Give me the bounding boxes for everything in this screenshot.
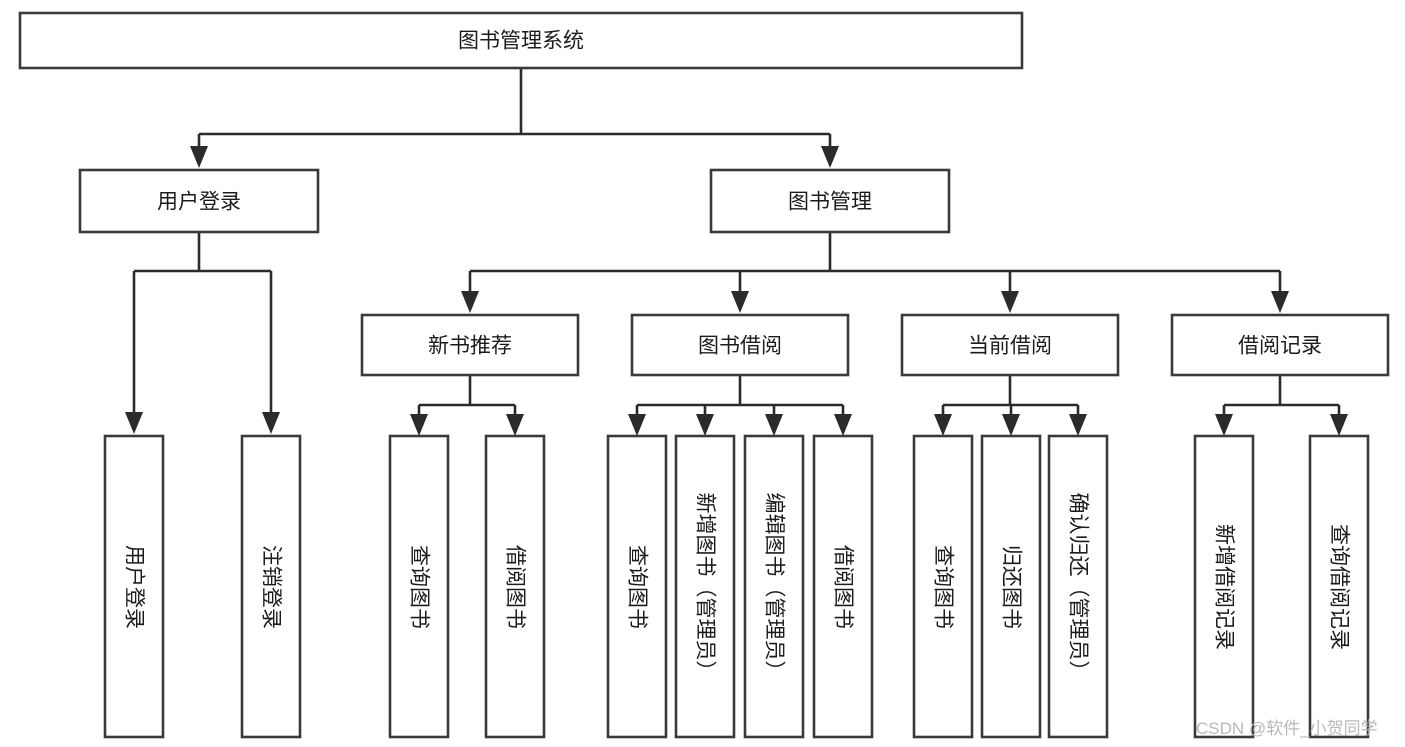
- arrowhead-to-book-borrow: [731, 291, 749, 313]
- arrowhead-to-leaf-logout: [262, 412, 280, 434]
- node-leaf-confirm-return[interactable]: 确认归还（管理员）: [1047, 434, 1109, 739]
- arrowhead-to-leaf-confirm-return: [1069, 414, 1087, 436]
- node-leaf-query-book-2-label: 查询图书: [626, 545, 649, 629]
- node-leaf-logout[interactable]: 注销登录: [240, 434, 302, 739]
- csdn-watermark: CSDN @软件_小贺同学: [1196, 719, 1378, 738]
- arrowhead-to-new-book-rec: [461, 291, 479, 313]
- connector-book-borrow-trunk: [635, 375, 845, 420]
- node-leaf-user-login[interactable]: 用户登录: [103, 434, 165, 739]
- node-root[interactable]: 图书管理系统: [18, 11, 1024, 70]
- connector-new-book-rec-trunk: [417, 375, 517, 420]
- node-leaf-borrow-book-2[interactable]: 借阅图书: [812, 434, 874, 739]
- node-leaf-edit-book[interactable]: 编辑图书（管理员）: [743, 434, 805, 739]
- node-leaf-add-record[interactable]: 新增借阅记录: [1193, 434, 1255, 739]
- node-leaf-confirm-return-label: 确认归还（管理员）: [1067, 493, 1090, 682]
- node-current-borrow[interactable]: 当前借阅: [900, 313, 1120, 377]
- node-leaf-query-record[interactable]: 查询借阅记录: [1308, 434, 1370, 739]
- connector-current-borrow-trunk: [941, 375, 1080, 420]
- connector-borrow-record-trunk: [1222, 375, 1341, 420]
- node-leaf-return-book[interactable]: 归还图书: [980, 434, 1042, 739]
- node-leaf-borrow-book-2-label: 借阅图书: [832, 545, 855, 629]
- connector-root-trunk: [197, 68, 832, 152]
- node-leaf-query-book-3-label: 查询图书: [932, 545, 955, 629]
- arrowhead-to-user-login: [190, 146, 208, 168]
- node-new-book-rec[interactable]: 新书推荐: [360, 313, 580, 377]
- arrowhead-to-leaf-return-book: [1002, 414, 1020, 436]
- connector-user-login-trunk: [132, 232, 273, 418]
- node-borrow-record[interactable]: 借阅记录: [1170, 313, 1390, 377]
- arrowhead-to-leaf-borrow-book-2: [834, 414, 852, 436]
- arrowhead-to-book-manage: [821, 146, 839, 168]
- arrowhead-to-current-borrow: [1001, 291, 1019, 313]
- node-leaf-logout-label: 注销登录: [260, 545, 283, 629]
- arrowhead-to-leaf-query-record: [1330, 414, 1348, 436]
- node-current-borrow-label: 当前借阅: [968, 335, 1052, 358]
- node-leaf-borrow-book-1-label: 借阅图书: [504, 545, 527, 629]
- node-user-login[interactable]: 用户登录: [78, 168, 320, 234]
- node-leaf-edit-book-label: 编辑图书（管理员）: [763, 493, 786, 682]
- node-new-book-rec-label: 新书推荐: [428, 335, 512, 358]
- node-leaf-query-book-3[interactable]: 查询图书: [912, 434, 974, 739]
- node-leaf-query-book-1-label: 查询图书: [408, 545, 431, 629]
- arrowhead-to-leaf-borrow-book-1: [506, 414, 524, 436]
- connector-layer: [125, 68, 1348, 436]
- node-leaf-add-book-label: 新增图书（管理员）: [694, 493, 717, 682]
- node-book-manage-label: 图书管理: [788, 191, 872, 214]
- node-book-borrow-label: 图书借阅: [698, 335, 782, 358]
- arrowhead-to-leaf-user-login: [125, 412, 143, 434]
- node-leaf-return-book-label: 归还图书: [1000, 545, 1023, 629]
- arrowhead-to-borrow-record: [1271, 291, 1289, 313]
- node-leaf-query-record-label: 查询借阅记录: [1328, 524, 1351, 650]
- node-book-borrow[interactable]: 图书借阅: [630, 313, 850, 377]
- node-root-label: 图书管理系统: [458, 30, 584, 53]
- arrowhead-to-leaf-query-book-2: [628, 414, 646, 436]
- node-leaf-query-book-1[interactable]: 查询图书: [388, 434, 450, 739]
- node-borrow-record-label: 借阅记录: [1238, 335, 1322, 358]
- node-leaf-borrow-book-1[interactable]: 借阅图书: [484, 434, 546, 739]
- arrowhead-to-leaf-add-record: [1215, 414, 1233, 436]
- arrowhead-to-leaf-add-book: [696, 414, 714, 436]
- arrowhead-to-leaf-edit-book: [765, 414, 783, 436]
- connector-book-manage-trunk: [468, 232, 1282, 297]
- node-user-login-label: 用户登录: [157, 191, 241, 214]
- arrowhead-to-leaf-query-book-1: [410, 414, 428, 436]
- node-leaf-query-book-2[interactable]: 查询图书: [606, 434, 668, 739]
- node-book-manage[interactable]: 图书管理: [709, 168, 951, 234]
- node-leaf-add-book[interactable]: 新增图书（管理员）: [674, 434, 736, 739]
- node-leaf-user-login-label: 用户登录: [123, 545, 146, 629]
- node-leaf-add-record-label: 新增借阅记录: [1213, 524, 1236, 650]
- arrowhead-to-leaf-query-book-3: [934, 414, 952, 436]
